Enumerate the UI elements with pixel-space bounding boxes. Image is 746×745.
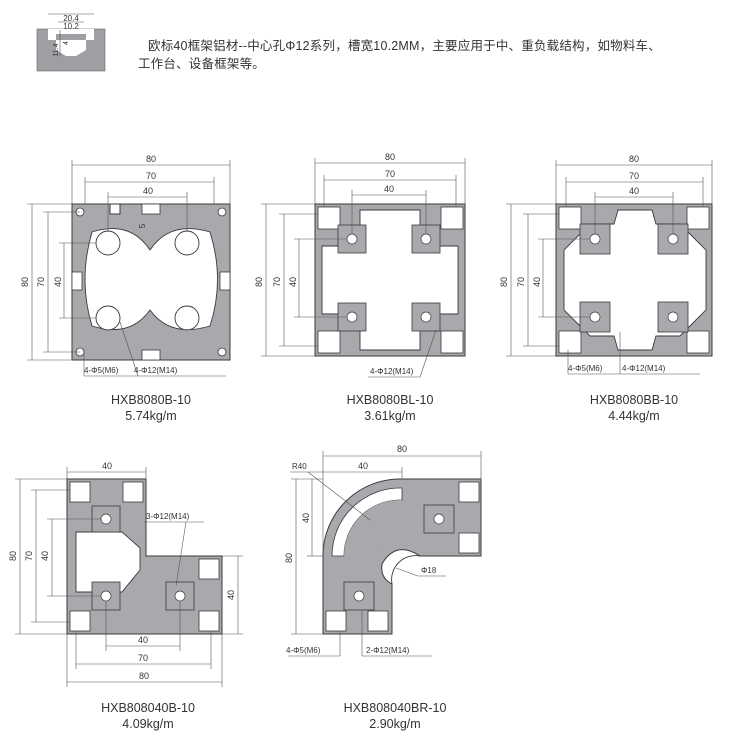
- profile-code: HXB808040BR-10: [343, 701, 447, 715]
- profile-hxb808040b: 40 80 70 40 40 40 70 80 3-Φ12(M14): [8, 461, 243, 687]
- dim-label: 80: [499, 277, 509, 287]
- caption-hxb808040b: HXB808040B-10 4.09kg/m: [58, 700, 238, 732]
- dim-label: 40: [102, 461, 112, 471]
- profile-code: HXB8080B-10: [111, 393, 191, 407]
- profile-code: HXB8080BB-10: [589, 393, 679, 407]
- profile-weight: 4.09kg/m: [122, 717, 174, 731]
- dim-label: 80: [146, 154, 156, 164]
- profile-code: HXB808040B-10: [101, 701, 195, 715]
- dim-label: 70: [36, 277, 46, 287]
- intro-text: 欧标40框架铝材--中心孔Φ12系列，槽宽10.2MM，主要应用于中、重负载结构…: [138, 37, 738, 73]
- dim-label: 70: [629, 171, 639, 181]
- dim-label: 40: [53, 277, 63, 287]
- dim-label: 80: [254, 277, 264, 287]
- profile-weight: 2.90kg/m: [369, 717, 421, 731]
- hole-note: 3-Φ12(M14): [146, 512, 190, 521]
- slot-depth-label: 11.4: [53, 43, 60, 56]
- dim-label: 40: [288, 277, 298, 287]
- dim-label: 80: [629, 154, 639, 164]
- dim-label: 70: [516, 277, 526, 287]
- slot-lip-label: 4: [63, 41, 70, 45]
- profile-code: HXB8080BL-10: [346, 393, 434, 407]
- hole-note: 4-Φ5(M6): [568, 364, 603, 373]
- dim-label: 5: [138, 223, 147, 228]
- dim-label: 80: [139, 671, 149, 681]
- caption-hxb808040br: HXB808040BR-10 2.90kg/m: [300, 700, 490, 732]
- caption-hxb8080bl: HXB8080BL-10 3.61kg/m: [305, 392, 475, 424]
- dim-label: 70: [146, 171, 156, 181]
- dim-label: 80: [8, 551, 18, 561]
- caption-hxb8080bb: HXB8080BB-10 4.44kg/m: [549, 392, 719, 424]
- hole-note: 4-Φ5(M6): [84, 366, 119, 375]
- dim-label: 70: [24, 551, 34, 561]
- profile-weight: 5.74kg/m: [125, 409, 177, 423]
- hole-note: 4-Φ12(M14): [622, 364, 666, 373]
- dim-label: 40: [143, 186, 153, 196]
- dim-label: R40: [292, 462, 307, 471]
- dim-label: Φ18: [421, 566, 437, 575]
- dim-label: 80: [20, 277, 30, 287]
- slot-opening-label: 10.2: [63, 22, 79, 31]
- intro-line-1: 欧标40框架铝材--中心孔Φ12系列，槽宽10.2MM，主要应用于中、重负载结构…: [148, 39, 661, 53]
- dim-label: 40: [629, 186, 639, 196]
- profile-hxb8080b: 80 70 40 5 80 70 40 4-Φ5(M6) 4-Φ12(M14): [20, 154, 231, 377]
- profile-weight: 4.44kg/m: [608, 409, 660, 423]
- profile-weight: 3.61kg/m: [364, 409, 416, 423]
- slot-width-label: 20.4: [63, 14, 79, 23]
- dim-label: 40: [40, 551, 50, 561]
- dim-label: 40: [532, 277, 542, 287]
- slot-cross-section-icon: 20.4 10.2 11.4 4: [36, 13, 106, 72]
- profile-hxb8080bb: 80 70 40 80 70 40 4-Φ5(M6) 4-Φ12(M14): [499, 154, 713, 375]
- dim-label: 40: [138, 635, 148, 645]
- hole-note: 2-Φ12(M14): [366, 646, 410, 655]
- dim-label: 40: [301, 513, 311, 523]
- dim-label: 70: [138, 653, 148, 663]
- dim-label: 40: [384, 184, 394, 194]
- dim-label: 80: [284, 553, 294, 563]
- dim-label: 80: [385, 152, 395, 162]
- dim-label: 70: [385, 169, 395, 179]
- caption-hxb8080b: HXB8080B-10 5.74kg/m: [66, 392, 236, 424]
- hole-note: 4-Φ12(M14): [370, 367, 414, 376]
- profile-hxb8080bl: 80 70 40 80 70 40 4-Φ12(M14): [254, 152, 466, 378]
- profile-hxb808040br: R40 40 80 40 80 Φ18 4-Φ5(M6) 2-Φ12(M14): [284, 444, 482, 657]
- dim-label: 80: [397, 444, 407, 454]
- dim-label: 40: [358, 461, 368, 471]
- hole-note: 4-Φ5(M6): [286, 646, 321, 655]
- intro-line-2: 工作台、设备框架等。: [138, 57, 266, 71]
- hole-note: 4-Φ12(M14): [134, 366, 178, 375]
- dim-label: 70: [272, 277, 282, 287]
- dim-label: 40: [226, 590, 236, 600]
